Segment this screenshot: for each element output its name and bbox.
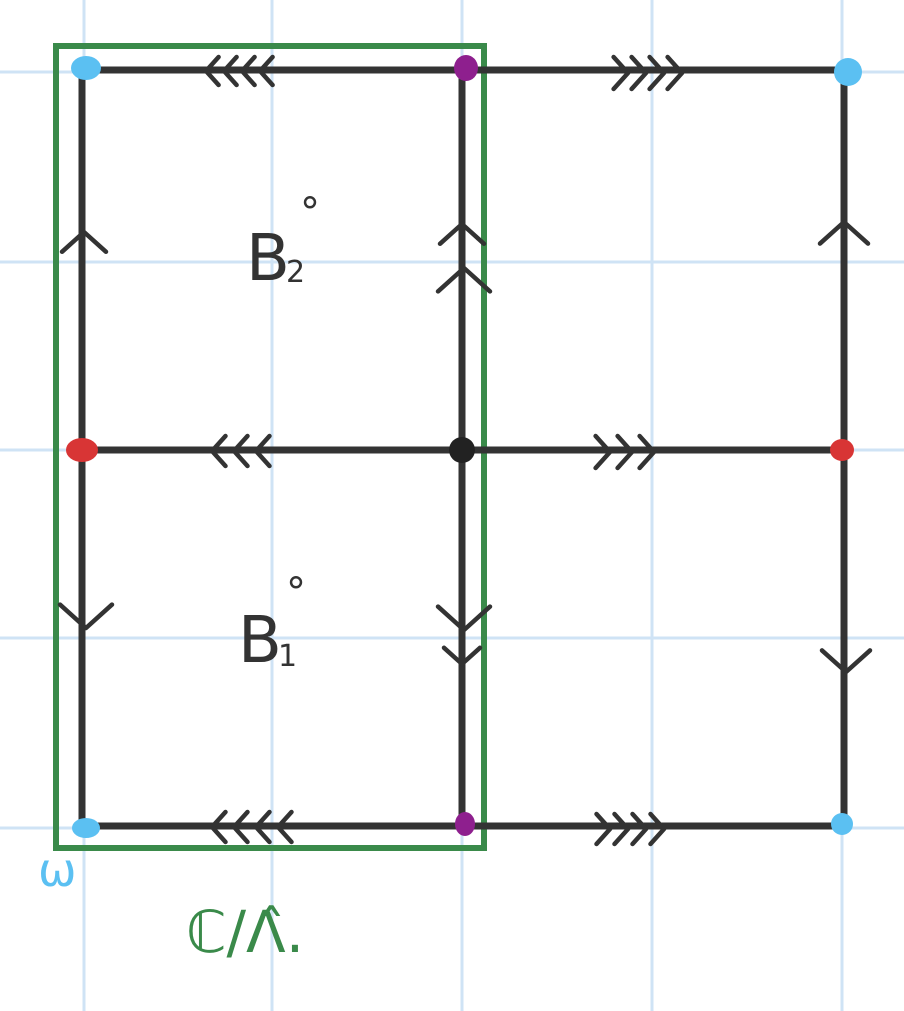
vertex-blue-top-left (71, 56, 101, 80)
arrow-bottom-right (612, 811, 631, 847)
arrow-middle-right (593, 433, 613, 471)
vertex-center (449, 437, 475, 463)
arrow-top-right (665, 54, 685, 92)
region-label-b1: B 1 ° (238, 570, 306, 678)
arrow-bottom-left (253, 809, 272, 845)
arrow-top-left (239, 54, 257, 88)
arrow-bottom-right (594, 811, 613, 847)
arrow-bottom-left (209, 809, 228, 845)
region-label-b1-sup: ° (286, 570, 306, 616)
vertex-blue-bottom-left (72, 818, 100, 838)
omega-label: ω (38, 843, 77, 897)
arrow-center-up (437, 221, 487, 247)
arrow-middle-left (253, 433, 272, 469)
arrow-left-up (59, 229, 109, 255)
arrow-top-right (629, 54, 649, 92)
arrow-bottom-right (630, 811, 649, 847)
arrow-right-up (817, 219, 871, 246)
arrow-bottom-right (648, 811, 667, 847)
arrow-middle-right (637, 433, 657, 471)
arrow-middle-right (615, 433, 635, 471)
vertex-blue-bottom-right (831, 813, 853, 835)
arrow-top-left (203, 54, 221, 88)
edge-arrow-marks (57, 54, 873, 847)
arrow-bottom-left (231, 809, 250, 845)
arrow-top-right (611, 54, 631, 92)
region-label-b2-sup: ° (300, 190, 320, 236)
lattice-vertices (66, 55, 862, 838)
region-label-b2-sub: 2 (286, 255, 305, 290)
vertex-blue-top-right (834, 58, 862, 86)
arrow-center-down (441, 645, 483, 667)
quotient-label: ℂ/Λ̂. (186, 898, 304, 966)
region-label-b2: B 2 ° (246, 190, 320, 296)
arrow-bottom-left (275, 809, 294, 845)
region-label-b2-main: B (246, 222, 290, 296)
arrow-center-up (435, 265, 493, 294)
arrow-left-down (57, 602, 115, 631)
vertex-red-middle-left (66, 438, 98, 462)
arrow-middle-left (231, 433, 250, 469)
region-label-b1-sub: 1 (278, 639, 297, 674)
arrow-top-left (257, 54, 275, 88)
arrow-center-down (435, 604, 493, 633)
vertex-purple-top-center (454, 55, 478, 81)
arrow-right-down (819, 648, 873, 675)
region-label-b1-main: B (238, 604, 282, 678)
arrow-top-right (647, 54, 667, 92)
arrow-top-left (221, 54, 239, 88)
vertex-purple-bottom-center (455, 812, 475, 836)
vertex-red-middle-right (830, 439, 854, 461)
arrow-middle-left (209, 433, 228, 469)
